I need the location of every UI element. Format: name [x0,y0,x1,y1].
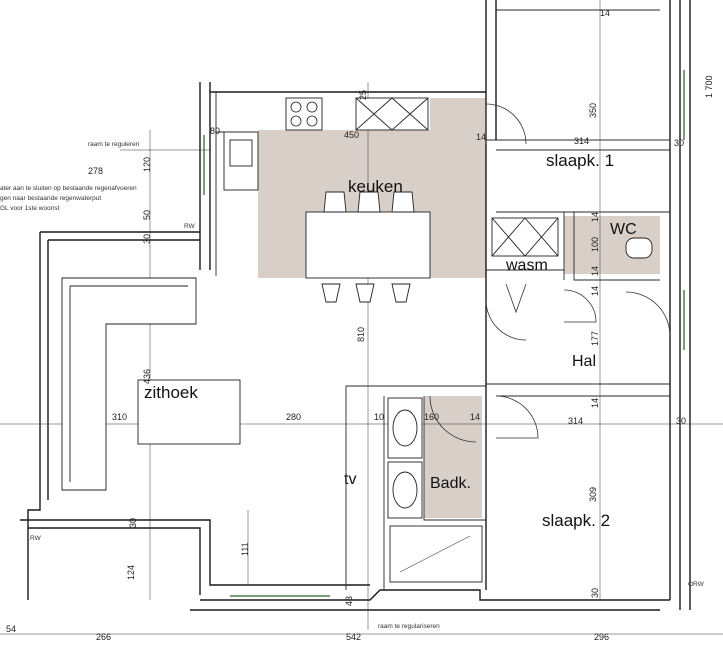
dim-label: 30 [142,234,152,244]
kitchen-top-floor [430,98,486,132]
room-label-tv: tv [344,471,356,488]
dim-label: 450 [344,130,359,140]
note-text: raam te regulariseren [378,623,440,630]
note-rw: RW [30,535,42,542]
dimension-lines [0,0,723,635]
kitchen-island [305,211,431,279]
outer-wall-top [199,0,497,590]
dim-label: 120 [142,157,152,172]
room-label-slaapk1: slaapk. 1 [546,151,614,170]
dim-label: 30 [676,416,686,426]
stove [285,97,323,131]
dim-label: 80 [210,126,220,136]
dim-label: 350 [588,103,598,118]
dim-label: 124 [126,565,136,580]
room-label-zithoek: zithoek [144,383,198,402]
note-text: ater aan te sluiten op bestaande regenaf… [0,185,137,192]
dim-label: 54 [6,624,16,634]
stove-burners [290,101,318,127]
dim-label: 542 [346,632,361,642]
dim-label: 1 700 [704,75,714,98]
coffee-table [137,379,241,445]
note-text: gen naar bestaande regenwaterput [0,195,101,202]
note-text: GL voor 1ste woonst [0,205,60,212]
dim-label: 30 [590,588,600,598]
dim-label: 266 [96,632,111,642]
dim-label: 309 [588,487,598,502]
dim-label: 50 [142,210,152,220]
wall-hal [486,383,670,397]
dim-label: 314 [574,136,589,146]
outer-wall-left [27,232,49,600]
bathroom-floor [424,396,482,518]
dim-label: 810 [356,327,366,342]
outer-wall-bottom-left [20,519,370,595]
dim-label: 296 [594,632,609,642]
outer-wall-right [669,0,691,610]
dim-label: 14 [590,266,600,276]
room-label-wc: WC [610,221,637,238]
note-text: raam te reguleren [88,141,140,148]
dim-label: 280 [286,412,301,422]
dim-label: 14 [590,398,600,408]
outer-wall-top-left [40,231,200,241]
room-label-keuken: keuken [348,177,403,196]
room-label-hal: Hal [572,353,596,370]
window-marker [203,70,685,597]
dim-label: 14 [476,132,486,142]
dim-label: 100 [590,237,600,252]
door-swings [429,103,671,443]
dim-label: 14 [600,8,610,18]
sink [229,139,253,167]
dim-label: 314 [568,416,583,426]
stools [321,191,415,303]
dim-label: 177 [590,331,600,346]
dim-label: 310 [112,412,127,422]
dim-label: 14 [590,212,600,222]
wall-bathroom [345,385,486,590]
dim-label: 436 [142,369,152,384]
dim-label: 30 [674,138,684,148]
dim-label: 10 [374,412,384,422]
outer-wall-bottom [190,589,670,611]
dim-label: 111 [240,542,250,556]
dim-label: 14 [470,412,480,422]
toilet [625,237,653,259]
shower-drain [399,535,471,573]
dim-label: 25 [358,90,368,100]
note-rw: RW [184,223,196,230]
dim-label: 278 [88,166,103,176]
shower [389,525,483,583]
laundry-cabinets [491,217,559,257]
dim-label: 30 [128,518,138,528]
room-label-wasm: wasm [505,257,548,274]
sofa [61,277,197,491]
kitchen-cabinets [355,97,429,131]
wall-bedroom1 [486,9,670,151]
dim-label: 14 [590,286,600,296]
room-label-slaapk2: slaapk. 2 [542,511,610,530]
room-label-badk: Badk. [430,475,471,492]
dim-label: 160 [424,412,439,422]
washbasins [387,397,423,519]
dim-label: 43 [344,596,354,606]
note-orw: ORW [688,581,705,588]
wall-wasm [486,211,670,281]
